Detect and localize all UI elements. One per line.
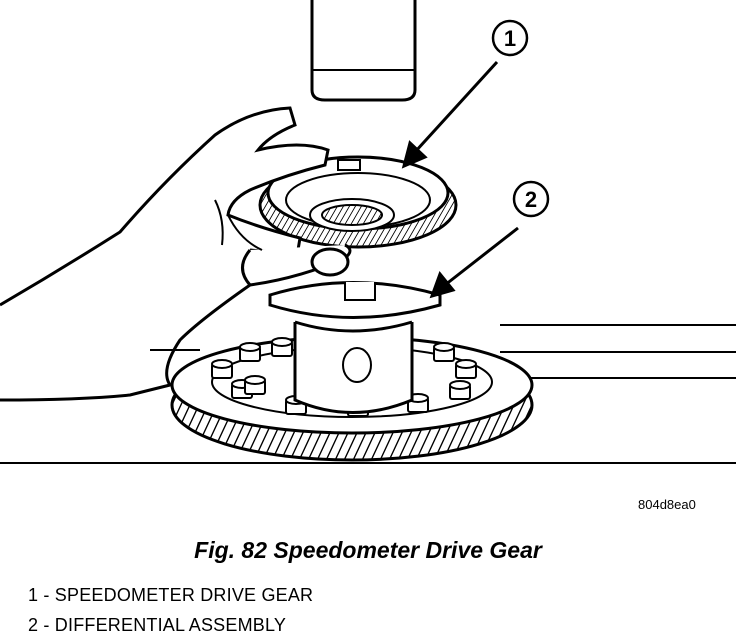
speedometer-gear-illustration: 1 2	[0, 0, 736, 464]
differential-case	[268, 281, 442, 414]
legend-item-2: 2 - DIFFERENTIAL ASSEMBLY	[28, 615, 287, 635]
callout-1-number: 1	[504, 26, 516, 51]
speedometer-drive-gear	[258, 155, 458, 249]
callout-2: 2	[512, 180, 550, 218]
callout-1: 1	[491, 19, 529, 57]
ring-gear-bolts	[211, 337, 477, 417]
press-tool	[310, 0, 417, 102]
figure-caption: Fig. 82 Speedometer Drive Gear	[194, 537, 542, 563]
legend-item-1: 1 - SPEEDOMETER DRIVE GEAR	[28, 585, 314, 605]
leader-arrows	[401, 60, 519, 299]
callout-2-number: 2	[525, 187, 537, 212]
hand	[0, 106, 352, 402]
figure-id: 804d8ea0	[638, 497, 696, 512]
